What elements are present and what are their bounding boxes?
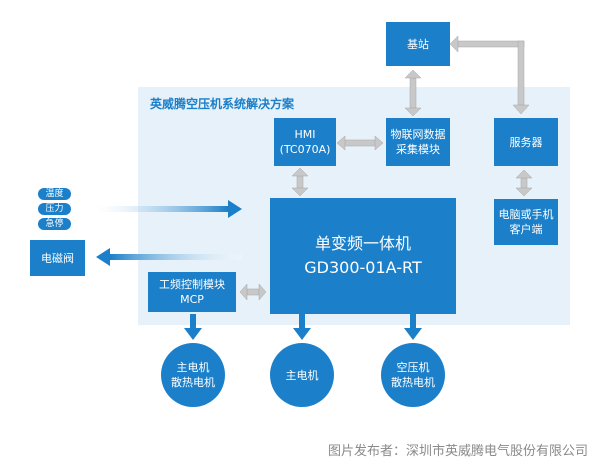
fan-motor-circle: 主电机 散热电机	[161, 343, 225, 407]
fan-motor-label-2: 散热电机	[171, 376, 215, 389]
base-server-link	[449, 35, 530, 115]
down-arrow-main-motor	[293, 314, 311, 340]
input-arrow-head	[228, 200, 242, 218]
hmi-model: (TC070A)	[279, 143, 331, 156]
compressor-fan-label-1: 空压机	[396, 361, 430, 374]
hmi-iot-link	[336, 135, 384, 151]
iot-label-2: 采集模块	[396, 143, 440, 156]
server-label: 服务器	[509, 135, 543, 149]
main-motor-label: 主电机	[285, 368, 319, 382]
mcp-label: 工频控制模块	[159, 278, 225, 291]
pressure-pill: 压力	[38, 203, 71, 215]
iot-label-1: 物联网数据	[390, 128, 446, 141]
hmi-label: HMI	[294, 128, 316, 141]
diagram-title: 英威腾空压机系统解决方案	[150, 97, 295, 111]
iot-module-box: 物联网数据 采集模块	[386, 118, 450, 166]
output-arrow-head	[96, 248, 110, 266]
server-client-link	[515, 169, 533, 197]
temperature-pill: 温度	[38, 188, 71, 200]
client-label-1: 电脑或手机	[498, 208, 554, 221]
main-unit-model: GD300-01A-RT	[304, 258, 422, 277]
down-arrow-compressor-fan	[404, 314, 422, 340]
compressor-fan-label-2: 散热电机	[391, 376, 435, 389]
client-label-2: 客户端	[509, 223, 543, 236]
fan-motor-label-1: 主电机	[176, 361, 210, 374]
main-unit-label: 单变频一体机	[314, 234, 411, 253]
solenoid-valve-box: 电磁阀	[30, 240, 85, 276]
main-unit-box: 单变频一体机 GD300-01A-RT	[270, 198, 456, 314]
down-arrow-fan-motor	[184, 314, 202, 340]
hmi-main-link	[291, 167, 309, 197]
mcp-box: 工频控制模块 MCP	[148, 272, 236, 312]
input-arrow-shaft	[96, 206, 228, 212]
mcp-model: MCP	[180, 293, 204, 306]
compressor-fan-circle: 空压机 散热电机	[381, 343, 445, 407]
output-arrow-shaft	[110, 254, 242, 260]
mcp-main-link	[239, 283, 267, 301]
publisher-caption: 图片发布者：深圳市英威腾电气股份有限公司	[327, 444, 588, 459]
hmi-box: HMI (TC070A)	[274, 118, 336, 166]
emergency-stop-pill: 急停	[38, 218, 71, 230]
iot-base-link	[404, 69, 422, 117]
server-box: 服务器	[494, 118, 558, 166]
base-station-label: 基站	[407, 37, 429, 51]
base-station-box: 基站	[386, 22, 450, 66]
solenoid-valve-label: 电磁阀	[41, 251, 74, 265]
client-box: 电脑或手机 客户端	[494, 199, 558, 245]
main-motor-circle: 主电机	[270, 343, 334, 407]
